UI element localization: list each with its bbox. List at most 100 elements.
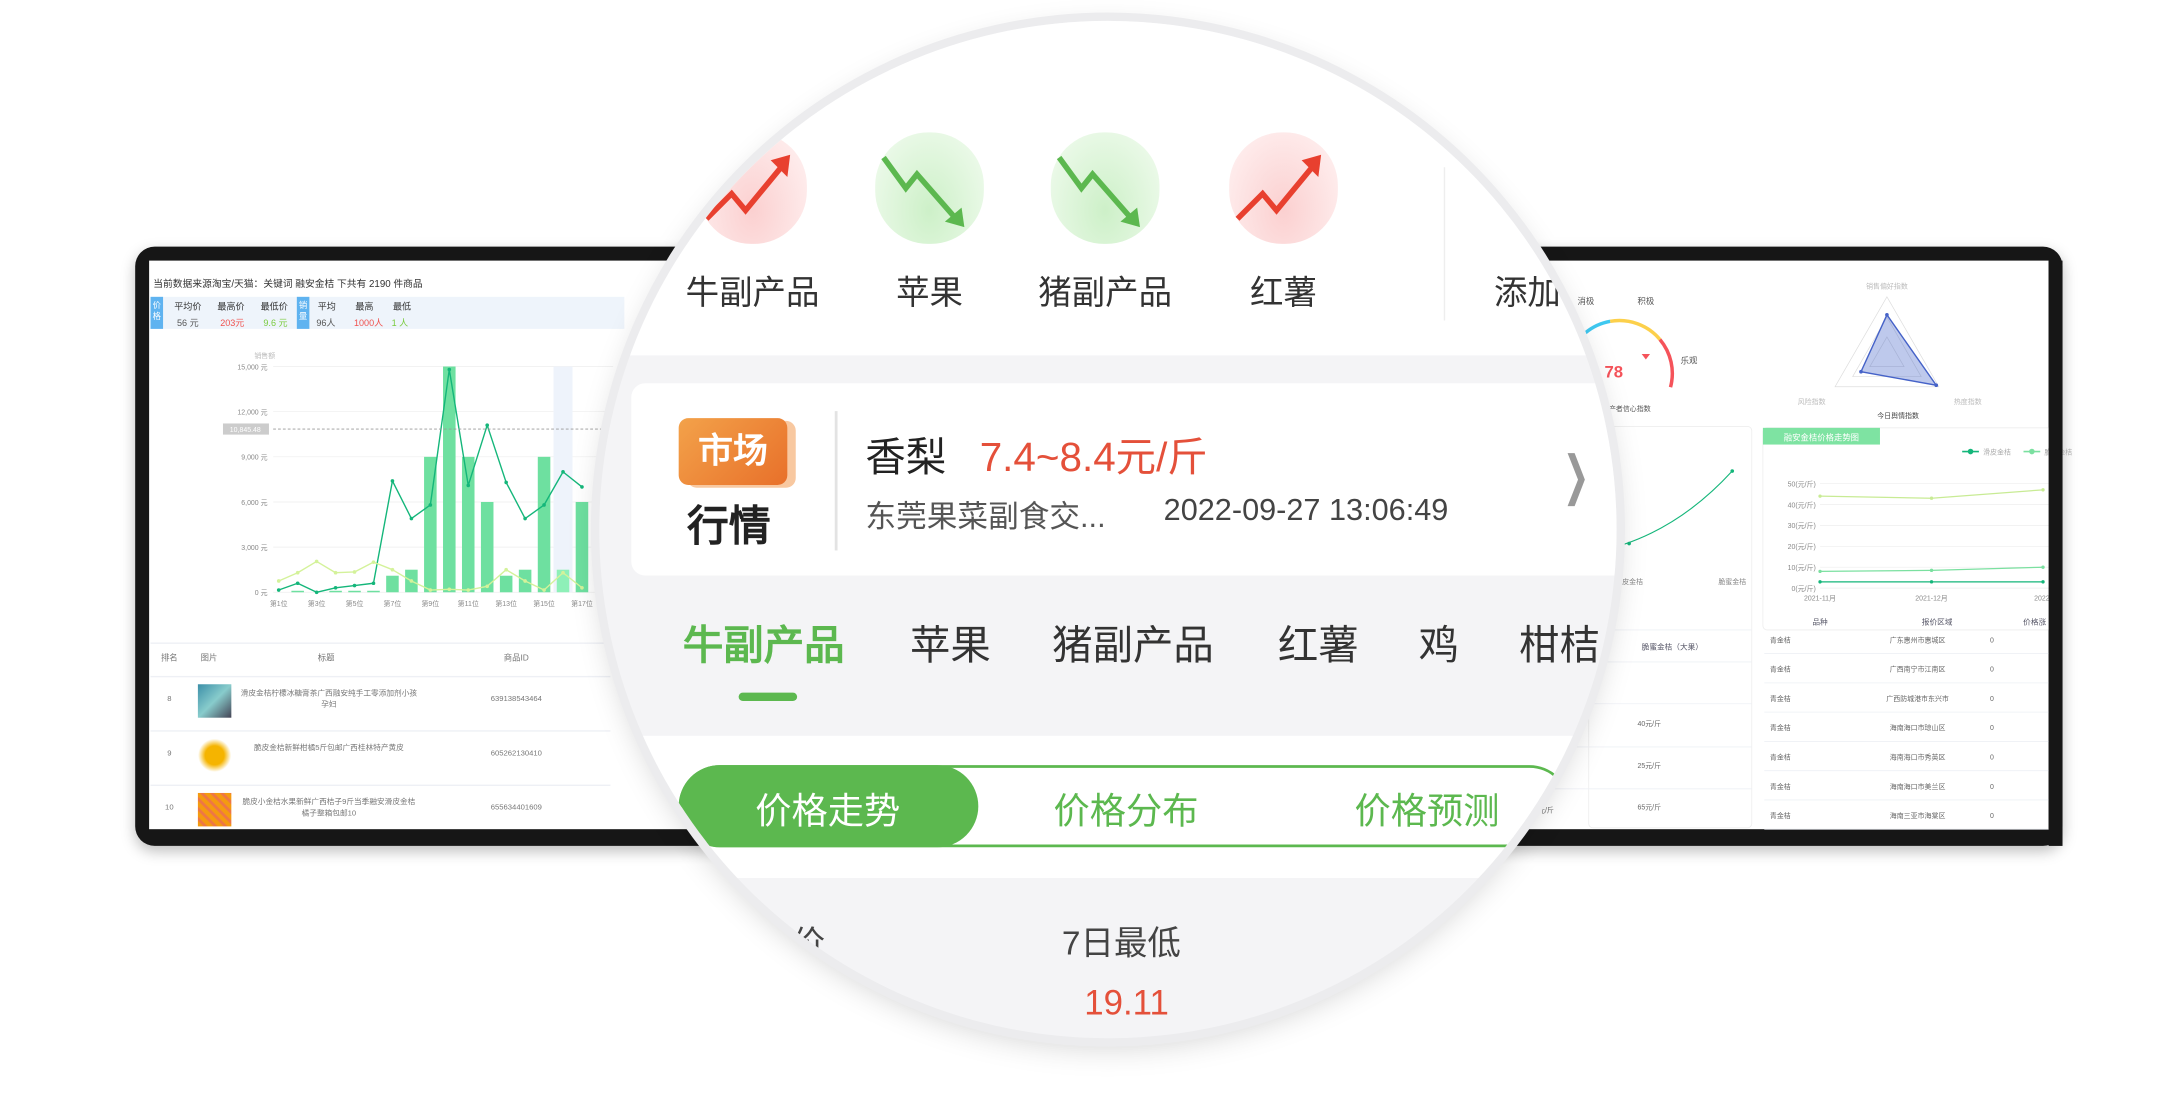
gauge-arc-optimistic	[1658, 338, 1675, 388]
data-point	[1929, 580, 1934, 584]
product-name: 香梨	[865, 436, 947, 481]
market-badge: 市场	[678, 418, 788, 485]
hover-band	[553, 366, 573, 593]
data-point	[295, 570, 300, 575]
data-source-header: 当前数据来源淘宝/天猫：关键词 融安金桔 下共有 2190 件商品	[153, 280, 423, 290]
product-title[interactable]: 滑皮金桔柠檬冰糖膏茶广西融安纯手工零添加剂小孩孕妇	[240, 689, 418, 710]
data-point	[542, 503, 546, 507]
arrow-down-icon	[1056, 155, 1140, 228]
product-id: 605262130410	[490, 749, 542, 759]
y-tick-label: 6,000 元	[241, 499, 267, 507]
product-thumbnail[interactable]	[197, 738, 232, 773]
change-cell: 0	[1990, 784, 1994, 791]
x-tick-label: 第17位	[571, 599, 593, 608]
x-tick-label: 2021-11月	[1804, 595, 1836, 603]
table-header: 价格涨	[2023, 616, 2046, 626]
gauge-arc-positive	[1609, 318, 1662, 341]
change-cell: 0	[1990, 696, 1994, 703]
bar	[499, 575, 513, 593]
trend-up-icon[interactable]	[698, 132, 807, 244]
stats-bar: 价格 销量	[150, 296, 625, 329]
data-point	[2041, 565, 2045, 569]
region-cell: 海南海口市秀英区	[1890, 753, 1946, 762]
y-axis-title: 销售额	[254, 351, 275, 360]
price-stat-label: 最高价	[217, 302, 245, 313]
bar	[329, 590, 342, 593]
stat-label-7day-min: 7日最低	[1061, 925, 1181, 963]
sales-tag: 销量	[296, 296, 310, 329]
y-tick-label: 10(元/斤)	[1788, 563, 1816, 572]
trend-down-icon[interactable]	[875, 132, 984, 244]
sales-stat-value: 96人	[316, 319, 336, 329]
x-tick-label: 第1位	[270, 599, 288, 608]
chevron-right-icon[interactable]: ❯	[1562, 447, 1590, 506]
stat-value-7day-min: 19.11	[1084, 983, 1169, 1023]
radar-point	[1934, 383, 1939, 388]
tab-4[interactable]: 鸡	[1418, 624, 1460, 669]
y-tick-label: 15,000 元	[237, 363, 267, 371]
category-label[interactable]: 苹果	[896, 274, 963, 313]
category-label[interactable]: 牛副产品	[685, 274, 820, 313]
data-point	[390, 479, 395, 483]
data-point	[1929, 496, 1934, 500]
segment-1[interactable]: 价格分布	[1053, 790, 1199, 832]
data-point	[333, 570, 338, 575]
data-point	[485, 423, 490, 428]
data-point	[542, 588, 546, 592]
product-table	[150, 642, 611, 829]
product-thumbnail[interactable]	[197, 792, 232, 827]
gauge-label: 积极	[1637, 296, 1654, 306]
data-point	[580, 485, 584, 489]
y-tick-label: 20(元/斤)	[1788, 542, 1816, 551]
tab-0[interactable]: 牛副产品	[682, 624, 845, 669]
tab-5[interactable]: 柑桔	[1519, 624, 1600, 669]
segment-0[interactable]: 价格走势	[755, 790, 901, 832]
variety-cell: 青金桔	[1770, 694, 1791, 703]
arrow-up-icon	[704, 154, 791, 221]
trend-up-icon[interactable]	[1229, 132, 1338, 244]
table-row[interactable]	[150, 675, 611, 730]
data-point	[504, 480, 508, 485]
change-cell: 0	[1990, 637, 1994, 644]
data-point	[352, 570, 357, 574]
table-header: 脆蜜金桔（大果）	[1642, 641, 1703, 651]
product-title[interactable]: 脆皮金桔新鲜柑橘5斤包邮广西桂林特产黄皮	[253, 744, 404, 753]
variety-cell: 青金桔	[1770, 811, 1791, 820]
data-point	[371, 581, 376, 586]
radar-area	[1859, 313, 1938, 387]
y-tick-label: 30(元/斤)	[1788, 521, 1816, 530]
tab-1[interactable]: 苹果	[910, 624, 991, 669]
tab-2[interactable]: 猪副产品	[1052, 624, 1214, 669]
legend-dot	[1967, 448, 1974, 455]
bar	[480, 501, 494, 593]
bar	[367, 590, 380, 593]
data-point	[295, 581, 300, 586]
radar-title: 今日舆情指数	[1877, 411, 1919, 420]
table-header: 品种	[1812, 616, 1828, 626]
radar-axis-label: 热度指数	[1954, 397, 1982, 406]
x-tick-label: 第11位	[458, 599, 479, 608]
data-point	[1818, 494, 1822, 498]
radar-grid	[1834, 296, 1940, 388]
radar-axis-label: 销售偏好指数	[1866, 281, 1908, 290]
gauge-value: 78	[1604, 363, 1623, 382]
segment-2[interactable]: 价格预测	[1354, 790, 1500, 832]
product-thumbnail[interactable]	[197, 684, 232, 718]
category-label[interactable]: 猪副产品	[1038, 274, 1173, 313]
category-label[interactable]: 红薯	[1250, 274, 1317, 313]
trend-down-icon[interactable]	[1050, 132, 1160, 244]
table-row[interactable]	[150, 784, 611, 839]
product-title[interactable]: 脆皮小金桔水果新鲜广西桔子9斤当季融安滑皮金桔橘子整箱包邮10	[242, 798, 416, 819]
data-point	[447, 367, 452, 372]
add-category-button[interactable]: 添加	[1493, 274, 1561, 313]
y-tick-label: 50(元/斤)	[1788, 479, 1816, 488]
table-row[interactable]	[150, 730, 611, 784]
price-cell: 25元/斤	[1637, 761, 1661, 770]
market-card[interactable]: 市场 行情 香梨 7.4~8.4元/斤 东莞果菜副食交... 2022-09-2…	[631, 383, 1617, 576]
stat-label-avg: 价	[791, 925, 826, 963]
data-point	[580, 585, 584, 590]
tab-3[interactable]: 红薯	[1277, 624, 1359, 669]
data-point	[447, 587, 452, 592]
rank: 9	[167, 749, 172, 759]
price-stat-label: 平均价	[174, 302, 202, 313]
